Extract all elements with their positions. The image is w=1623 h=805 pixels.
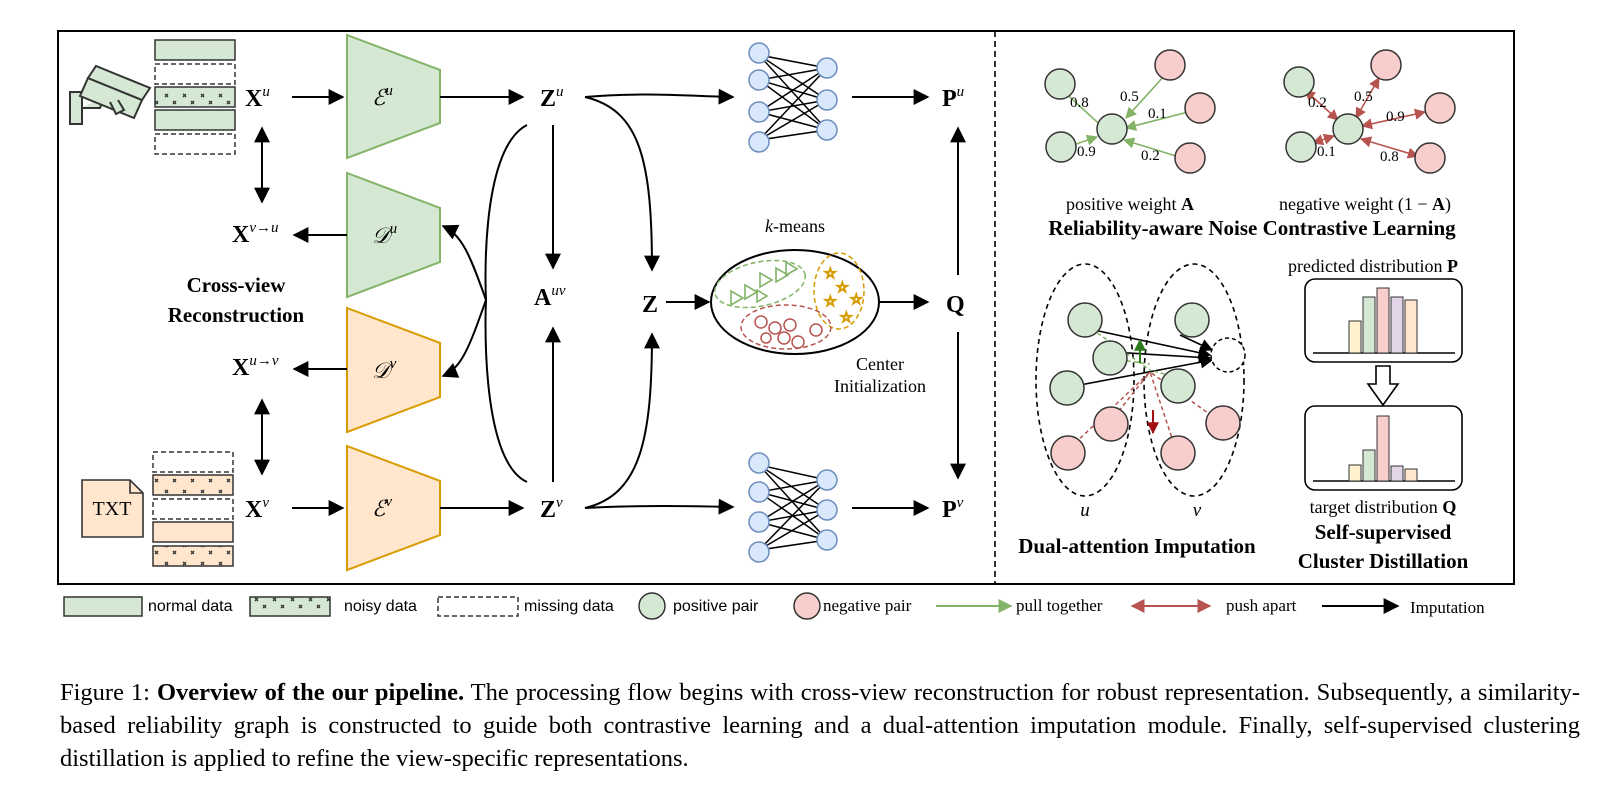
target-distribution-label: target distribution Q — [1310, 497, 1457, 517]
neg-weight-3: 0.1 — [1317, 144, 1336, 160]
caption-prefix: Figure 1: — [60, 679, 157, 706]
pos-weight-1: 0.5 — [1120, 89, 1139, 105]
pos-weight-3: 0.9 — [1077, 144, 1096, 160]
curve-z-to-decoders — [484, 124, 528, 483]
p-u-label: Pu — [942, 84, 964, 112]
svg-text:☆: ☆ — [824, 265, 837, 281]
dual-attention-graph — [1035, 263, 1246, 497]
p-v-label: Pv — [942, 495, 964, 523]
camera-icon — [69, 64, 152, 125]
ssd-title-2: Cluster Distillation — [1298, 549, 1469, 573]
curve-zu-z — [584, 96, 660, 272]
encoder-v: ℰv — [346, 444, 441, 572]
x-v-to-u-label: Xv→u — [232, 220, 279, 248]
legend-normal-swatch — [63, 596, 143, 617]
curve-zv-z — [584, 332, 660, 509]
positive-weight-graph: 0.8 0.5 0.1 0.9 0.2 — [1044, 49, 1216, 174]
neg-weight-4: 0.8 — [1380, 149, 1399, 165]
negative-weight-graph: 0.2 0.5 0.9 0.1 0.8 — [1283, 49, 1456, 174]
cross-view-label-1: Cross-view — [187, 273, 287, 297]
legend-imputation-label: Imputation — [1410, 598, 1485, 617]
neg-weight-0: 0.2 — [1308, 95, 1327, 111]
svg-text:𝒟v: 𝒟v — [372, 356, 397, 384]
z-u-label: Zu — [540, 84, 564, 112]
mlp-v — [748, 452, 838, 563]
svg-text:ℰv: ℰv — [372, 494, 392, 522]
decoder-u: 𝒟u — [346, 171, 441, 299]
pos-weight-0: 0.8 — [1070, 95, 1089, 111]
curve-zv-mlp — [584, 498, 735, 515]
dual-u-label: u — [1080, 500, 1090, 521]
u-view-data-stack — [154, 39, 236, 155]
legend-pull-label: pull together — [1016, 596, 1103, 615]
distillation-arrow — [1366, 365, 1400, 407]
z-label: Z — [642, 292, 658, 318]
center-init-label-2: Initialization — [834, 376, 926, 396]
target-distribution-histogram — [1304, 405, 1463, 491]
negative-weight-label: negative weight (1 − A) — [1279, 194, 1451, 215]
legend-push-label: push apart — [1226, 596, 1297, 615]
v-view-data-stack — [152, 451, 234, 567]
pos-weight-2: 0.1 — [1148, 106, 1167, 122]
positive-weight-label: positive weight A — [1066, 194, 1194, 214]
center-init-label-1: Center — [856, 354, 904, 374]
a-uv-label: Auv — [534, 283, 566, 311]
neg-weight-2: 0.9 — [1386, 109, 1405, 125]
caption-bold: Overview of the our pipeline. — [156, 679, 465, 706]
kmeans-cluster-ellipse: ☆ ☆ ☆ ☆ ☆ — [710, 249, 880, 355]
rancl-title: Reliability-aware Noise Contrastive Lear… — [1048, 216, 1456, 240]
z-v-label: Zv — [540, 495, 563, 523]
svg-text:☆: ☆ — [836, 279, 849, 295]
svg-text:☆: ☆ — [840, 309, 853, 325]
curve-to-decoder-u — [441, 224, 487, 301]
figure-caption: Figure 1: Overview of the our pipeline. … — [60, 676, 1580, 775]
curve-to-decoder-v — [441, 299, 487, 378]
kmeans-label: k-means — [765, 216, 825, 236]
x-u-to-v-label: Xu→v — [232, 353, 279, 381]
text-document-icon: TXT — [81, 479, 144, 538]
legend-noisy-label: noisy data — [344, 598, 417, 615]
mlp-u — [748, 42, 838, 153]
q-label: Q — [946, 292, 965, 318]
txt-label: TXT — [93, 498, 132, 520]
svg-text:𝒟u: 𝒟u — [372, 221, 397, 249]
x-u-label: Xu — [245, 84, 270, 112]
curve-zu-mlp — [584, 88, 735, 105]
svg-text:☆: ☆ — [850, 291, 863, 307]
figure-frame — [57, 30, 1515, 585]
legend-positive-label: positive pair — [673, 598, 759, 615]
legend-negative-label: negative pair — [823, 596, 912, 615]
pos-weight-4: 0.2 — [1141, 148, 1160, 164]
legend-normal-label: normal data — [148, 598, 233, 615]
legend-missing-swatch — [437, 596, 519, 617]
cross-view-label-2: Reconstruction — [168, 303, 305, 327]
legend-positive-swatch — [638, 592, 666, 620]
legend-noisy-swatch — [249, 596, 331, 617]
caption-text: The processing flow begins with cross-vi… — [60, 679, 1581, 772]
legend-negative-swatch — [793, 592, 821, 620]
encoder-u: ℰu — [346, 33, 441, 160]
legend: normal data noisy data missing data posi… — [63, 592, 1485, 620]
ssd-title-1: Self-supervised — [1315, 520, 1452, 544]
predicted-distribution-histogram — [1304, 278, 1463, 363]
svg-text:☆: ☆ — [824, 293, 837, 309]
dual-v-label: v — [1193, 500, 1202, 521]
dual-attention-title: Dual-attention Imputation — [1018, 534, 1256, 558]
decoder-v: 𝒟v — [346, 306, 441, 434]
x-v-label: Xv — [245, 495, 269, 523]
neg-weight-1: 0.5 — [1354, 89, 1373, 105]
legend-missing-label: missing data — [524, 598, 614, 615]
predicted-distribution-label: predicted distribution P — [1288, 256, 1458, 276]
svg-text:ℰu: ℰu — [372, 83, 393, 111]
